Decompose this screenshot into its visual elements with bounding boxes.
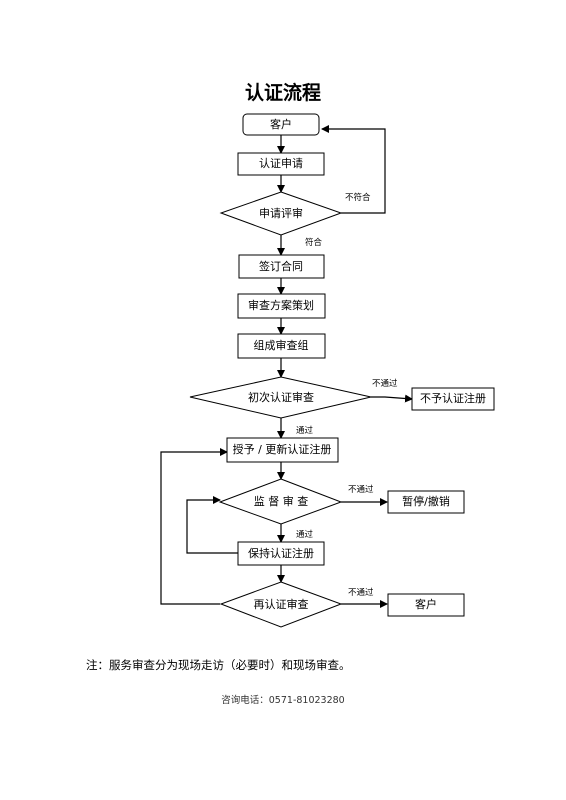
node-plan: 审查方案策划 xyxy=(237,293,326,319)
node-grant-label: 授予 / 更新认证注册 xyxy=(233,442,332,456)
node-suspend: 暂停/撤销 xyxy=(387,490,465,514)
edge-label-compliant: 符合 xyxy=(305,237,323,248)
node-team: 组成审查组 xyxy=(237,333,326,359)
page-title: 认证流程 xyxy=(244,82,321,104)
node-supervise-label: 监 督 审 查 xyxy=(254,494,309,508)
node-reject: 不予认证注册 xyxy=(411,387,495,411)
node-grant: 授予 / 更新认证注册 xyxy=(226,437,339,463)
node-apply: 认证申请 xyxy=(237,152,325,176)
node-reject-label: 不予认证注册 xyxy=(420,391,486,405)
node-customer-bottom-label: 客户 xyxy=(415,597,437,611)
node-maintain-label: 保持认证注册 xyxy=(248,546,314,560)
arrow-review-not-compliant xyxy=(321,125,386,214)
connectors xyxy=(160,125,413,608)
node-initial: 初次认证审查 xyxy=(189,376,372,419)
arrow-initial-fail xyxy=(371,394,413,403)
node-customer-top: 客户 xyxy=(242,113,320,136)
node-plan-label: 审查方案策划 xyxy=(248,298,314,312)
edge-label-supervise-pass: 通过 xyxy=(296,529,314,540)
node-maintain: 保持认证注册 xyxy=(237,541,325,566)
node-initial-label: 初次认证审查 xyxy=(248,390,314,404)
node-contract-review-label: 申请评审 xyxy=(259,206,303,220)
node-recert: 再认证审查 xyxy=(219,581,343,628)
edge-label-not-compliant: 不符合 xyxy=(345,192,371,203)
edge-label-initial-pass: 通过 xyxy=(296,425,314,436)
arrow-maintain-loop xyxy=(186,496,238,554)
arrow-recert-loop xyxy=(160,448,228,605)
edge-label-supervise-fail: 不通过 xyxy=(348,484,374,495)
node-recert-label: 再认证审查 xyxy=(254,597,309,611)
contact-phone: 咨询电话：0571-81023280 xyxy=(221,695,345,706)
node-suspend-label: 暂停/撤销 xyxy=(402,494,450,508)
node-contract-review: 申请评审 xyxy=(219,191,343,236)
node-team-label: 组成审查组 xyxy=(254,338,309,352)
node-customer-bottom: 客户 xyxy=(387,593,465,617)
node-customer-top-label: 客户 xyxy=(270,117,292,131)
node-supervise: 监 督 审 查 xyxy=(218,478,343,525)
node-sign-label: 签订合同 xyxy=(259,259,303,273)
footnote: 注：服务审查分为现场走访（必要时）和现场审查。 xyxy=(86,658,351,672)
node-apply-label: 认证申请 xyxy=(259,157,303,170)
edge-label-initial-fail: 不通过 xyxy=(372,378,398,389)
edge-label-recert-fail: 不通过 xyxy=(348,587,374,598)
node-sign: 签订合同 xyxy=(238,254,325,279)
